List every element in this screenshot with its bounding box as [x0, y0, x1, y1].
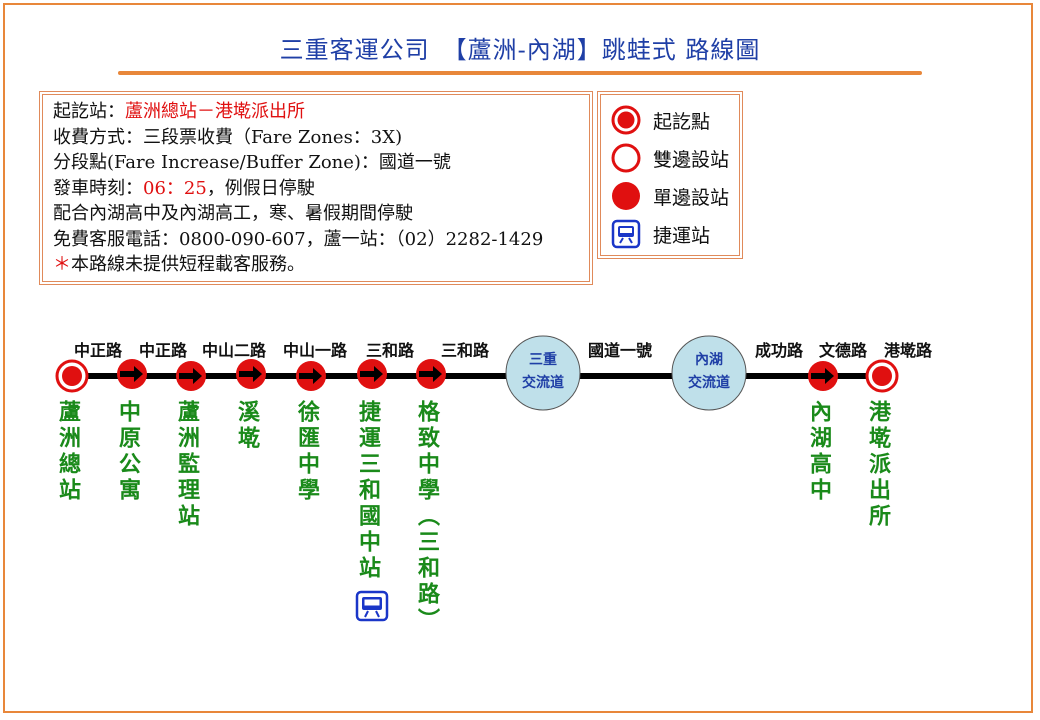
stop-zhongyuan-apartment — [117, 359, 147, 389]
info-fare-zone: 分段點(Fare Increase/Buffer Zone)：國道一號 — [53, 152, 451, 173]
mrt-station-icon — [611, 219, 641, 249]
direction-arrow-icon — [299, 368, 322, 384]
stop-name-xuhui-high-school: 徐匯中學 — [294, 400, 320, 504]
direction-arrow-icon — [360, 366, 383, 382]
stop-name-gangqian-police: 港墘派出所 — [865, 400, 891, 530]
info-departure: 發車時刻：06：25，例假日停駛 — [53, 177, 315, 199]
road-label-wende: 文德路 — [819, 341, 868, 360]
stop-name-zhongyuan-apartment: 中原公寓 — [115, 400, 141, 504]
page-title: 三重客運公司 【蘆洲-內湖】跳蛙式 路線圖 — [279, 36, 761, 64]
legend-both-sides-label: 雙邊設站 — [653, 148, 730, 171]
interchange-sanchong-name: 三重 — [529, 351, 557, 368]
stop-neihu-high-school — [808, 361, 838, 391]
road-label-sanhe-1: 三和路 — [366, 341, 415, 360]
direction-arrow-icon — [239, 366, 262, 382]
route-info-box: 起訖站：蘆洲總站－港墘派出所 收費方式：三段票收費（Fare Zones：3X)… — [39, 91, 593, 285]
legend-mrt-label: 捷運站 — [653, 224, 711, 247]
road-label-national-freeway-1: 國道一號 — [588, 341, 653, 360]
road-label-zhongzheng-2: 中正路 — [139, 341, 188, 360]
interchange-neihu-type: 交流道 — [688, 374, 730, 391]
stop-mrt-sanhe-junior-high — [357, 359, 387, 389]
legend-box: 起訖點 雙邊設站 單邊設站 捷運站 — [597, 91, 743, 259]
stop-xiqian — [236, 359, 266, 389]
legend-both-sides: 雙邊設站 — [611, 143, 729, 173]
stop-gezhi-high-school — [416, 359, 446, 389]
both-sides-stop-icon — [611, 143, 641, 173]
mrt-station-icon — [355, 590, 389, 622]
direction-arrow-icon — [179, 368, 202, 384]
info-no-short-trip: ＊本路線未提供短程載客服務。 — [53, 254, 305, 275]
legend-terminal-label: 起訖點 — [653, 110, 711, 133]
road-label-chenggong: 成功路 — [755, 341, 804, 360]
stop-name-mrt-sanhe-junior-high: 捷運三和國中站 — [355, 400, 381, 582]
stop-luzhou-terminal — [55, 359, 89, 393]
one-side-stop-icon — [612, 182, 640, 210]
stop-name-luzhou-terminal: 蘆洲總站 — [55, 400, 81, 504]
info-fare: 收費方式：三段票收費（Fare Zones：3X) — [53, 126, 403, 148]
interchange-sanchong-type: 交流道 — [522, 374, 564, 391]
stop-gangqian-police-terminal — [865, 359, 899, 393]
direction-arrow-icon — [419, 366, 442, 382]
page-frame — [3, 3, 1033, 713]
asterisk-icon: ＊ — [53, 254, 71, 275]
info-terminals-value: 蘆洲總站－港墘派出所 — [125, 101, 305, 122]
title-underline — [118, 71, 922, 75]
stop-luzhou-motor-office — [176, 361, 206, 391]
road-label-zhongshan-2: 中山二路 — [202, 341, 267, 360]
stop-name-xiqian: 溪墘 — [234, 400, 260, 452]
interchange-neihu: 內湖 交流道 — [671, 335, 747, 411]
direction-arrow-icon — [120, 366, 143, 382]
direction-arrow-icon — [811, 368, 834, 384]
legend-terminal: 起訖點 — [611, 105, 710, 135]
info-terminals: 起訖站：蘆洲總站－港墘派出所 — [53, 101, 305, 122]
legend-mrt: 捷運站 — [611, 219, 710, 249]
legend-one-side-label: 單邊設站 — [653, 186, 730, 209]
road-label-gangqian: 港墘路 — [884, 341, 933, 360]
stop-name-gezhi-high-school: 格致中學（三和路） — [414, 400, 440, 634]
road-label-zhongshan-1: 中山一路 — [283, 341, 348, 360]
stop-xuhui-high-school — [296, 361, 326, 391]
info-school-note: 配合內湖高中及內湖高工，寒、暑假期間停駛 — [53, 203, 413, 224]
interchange-sanchong: 三重 交流道 — [505, 335, 581, 411]
legend-one-side: 單邊設站 — [611, 181, 729, 211]
stop-name-luzhou-motor-office: 蘆洲監理站 — [174, 400, 200, 530]
interchange-neihu-name: 內湖 — [695, 352, 723, 368]
stop-name-neihu-high-school: 內湖高中 — [806, 400, 832, 504]
road-label-sanhe-2: 三和路 — [441, 341, 490, 360]
info-departure-time: 06：25 — [143, 177, 207, 199]
road-label-zhongzheng-1: 中正路 — [74, 341, 123, 360]
info-service-phone: 免費客服電話：0800-090-607，蘆一站：（02）2282-1429 — [53, 228, 544, 250]
terminal-stop-icon — [611, 105, 641, 135]
